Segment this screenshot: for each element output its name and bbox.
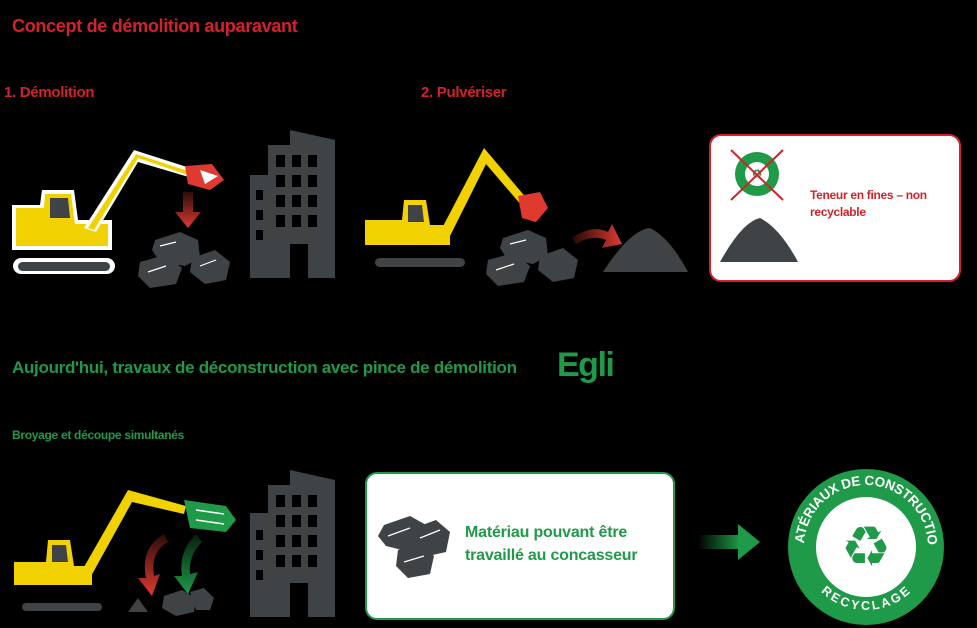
rubble-icon bbox=[138, 232, 230, 288]
dust-pile-icon bbox=[603, 228, 688, 272]
rubble-icon bbox=[162, 588, 214, 616]
today-subtitle: Broyage et découpe simultanés bbox=[12, 428, 185, 442]
crushable-rubble-icon bbox=[378, 516, 450, 578]
step-demolition-label: 1. Démolition bbox=[4, 84, 95, 101]
small-dust-icon bbox=[128, 598, 148, 612]
crossed-recycle-badge-icon: ♻ bbox=[730, 149, 784, 201]
fines-pile-icon bbox=[720, 218, 798, 262]
today-title: Aujourd'hui, travaux de déconstruction a… bbox=[12, 358, 517, 377]
non-recyclable-text: Teneur en fines – non recyclable bbox=[810, 188, 927, 219]
red-down-arrow-icon bbox=[175, 192, 201, 228]
building-icon bbox=[250, 470, 335, 617]
crusher-material-text: Matériau pouvant être travaillé au conca… bbox=[465, 524, 638, 564]
building-icon bbox=[250, 130, 335, 278]
green-down-arrow-icon bbox=[174, 534, 202, 594]
red-right-arrow-icon bbox=[572, 224, 622, 248]
excavator-demolition-icon bbox=[12, 150, 224, 274]
recycle-symbol-icon: ♻ bbox=[841, 515, 891, 580]
egli-logo: Egli bbox=[557, 346, 615, 384]
green-right-arrow-icon bbox=[698, 524, 760, 560]
step-pulverize-label: 2. Pulvériser bbox=[421, 84, 507, 101]
old-concept-title: Concept de démolition auparavant bbox=[12, 16, 298, 36]
excavator-egli-icon bbox=[14, 490, 236, 611]
red-down-arrow-icon bbox=[138, 534, 168, 596]
rubble-icon bbox=[486, 230, 578, 286]
excavator-pulverize-icon bbox=[365, 148, 548, 267]
